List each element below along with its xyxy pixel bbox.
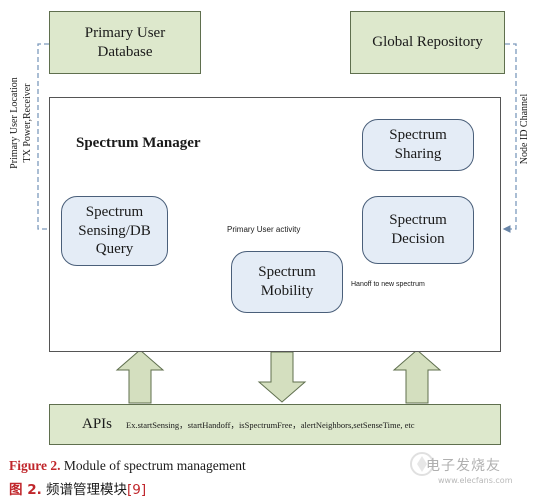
spectrum-mobility-box: Spectrum Mobility bbox=[231, 251, 343, 313]
caption-cn-text: 频谱管理模块 bbox=[41, 482, 128, 498]
caption-cn-figure: 图 2. bbox=[9, 482, 42, 498]
spectrum-manager-title: Spectrum Manager bbox=[76, 135, 201, 151]
right-vertical-label: Node ID Channel bbox=[519, 93, 530, 165]
spectrum-sensing-box: Spectrum Sensing/DB Query bbox=[61, 196, 168, 266]
up-arrow-right bbox=[392, 349, 442, 404]
apis-label: APIs bbox=[82, 416, 113, 432]
left-vertical-label: Primary User Location TX Power,Receiver bbox=[9, 77, 33, 169]
spectrum-sharing-box: Spectrum Sharing bbox=[362, 119, 474, 171]
apis-bar: APIs Ex.startSensing，startHandoff，isSpec… bbox=[49, 404, 501, 445]
spectrum-decision-box: Spectrum Decision bbox=[362, 196, 474, 264]
caption-cn-ref: [9] bbox=[127, 482, 147, 498]
caption-en-figure: Figure 2. bbox=[9, 458, 61, 473]
apis-functions: Ex.startSensing，startHandoff，isSpectrumF… bbox=[126, 419, 415, 430]
repository-to-decision-connector bbox=[502, 43, 517, 233]
watermark-url: www.elecfans.com bbox=[438, 476, 513, 485]
caption-en-text: Module of spectrum management bbox=[60, 458, 246, 473]
handoff-label: Hanoff to new spectrum bbox=[351, 281, 425, 288]
watermark-logo bbox=[410, 452, 434, 476]
primary-user-activity-label: Primary User activity bbox=[224, 225, 304, 234]
primary-user-database-box: Primary User Database bbox=[49, 11, 201, 74]
up-arrow-left bbox=[115, 349, 165, 404]
caption-english: Figure 2. Module of spectrum management bbox=[9, 458, 246, 474]
global-repository-box: Global Repository bbox=[350, 11, 505, 74]
caption-chinese: 图 2. 频谱管理模块[9] bbox=[9, 478, 146, 498]
watermark-text: 电子发烧友 bbox=[426, 458, 501, 474]
down-arrow-center bbox=[257, 351, 307, 403]
